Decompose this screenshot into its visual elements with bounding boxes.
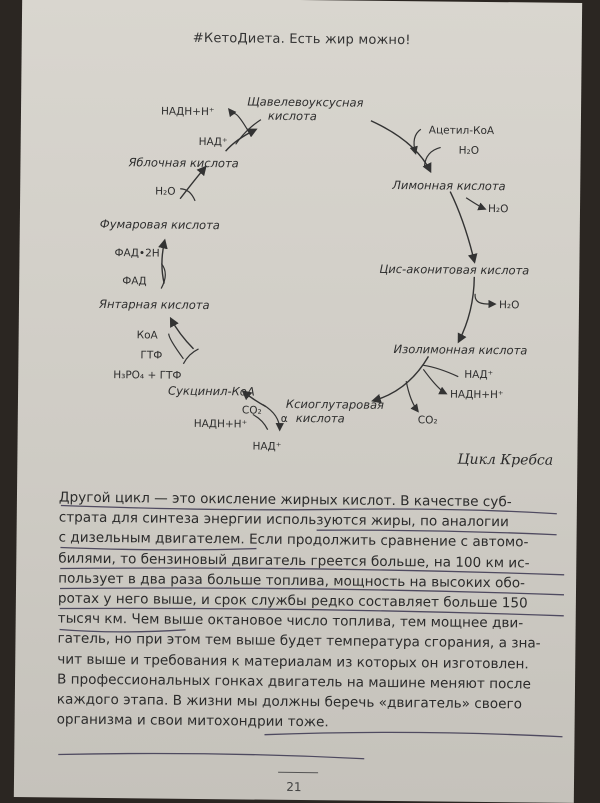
oxaloacetate-label-1: Щавелевоуксусная bbox=[247, 94, 364, 109]
arrow-succinyl-succinate bbox=[169, 316, 195, 350]
fad-label: ФАД bbox=[122, 275, 147, 287]
acetyl-coa-label: Ацетил-КоА bbox=[429, 124, 495, 137]
nad-kg-label: НАД⁺ bbox=[252, 441, 281, 453]
arrow-aconitate-isocitrate bbox=[457, 276, 475, 344]
h2o-aconitate-out-label: H₂O bbox=[488, 203, 508, 215]
nadh-top-label: НАДН+Н⁺ bbox=[161, 106, 215, 119]
cis-aconitate-label: Цис-аконитовая кислота bbox=[379, 262, 529, 278]
ketoglutarate-label-1: Ксиоглутаровая bbox=[286, 397, 384, 412]
krebs-cycle-diagram: Щавелевоуксусная кислота Лимонная кислот… bbox=[98, 94, 553, 469]
ketoglutarate-label-2: кислота bbox=[296, 411, 345, 426]
succinate-label: Янтарная кислота bbox=[98, 297, 210, 312]
citrate-label: Лимонная кислота bbox=[391, 178, 506, 193]
running-header: #КетоДиета. Есть жир можно! bbox=[192, 30, 411, 49]
book-page: #КетоДиета. Есть жир можно! bbox=[13, 0, 583, 803]
side-arrows bbox=[160, 107, 497, 432]
body-paragraph: Другой цикл — это окисление жирных кисло… bbox=[57, 488, 560, 736]
malate-label: Яблочная кислота bbox=[127, 155, 238, 170]
co2-kg-label: CO₂ bbox=[242, 404, 262, 416]
page-number: 21 bbox=[286, 779, 302, 795]
succinyl-coa-label: Сукцинил-КоА bbox=[168, 384, 255, 399]
h2o-malate-label: H₂O bbox=[155, 185, 175, 197]
page-number-rule bbox=[278, 771, 319, 774]
nad-top-label: НАД⁺ bbox=[199, 136, 228, 148]
alpha-label: α bbox=[281, 413, 288, 425]
arrow-oxaloacetate-citrate bbox=[370, 120, 432, 174]
nadh-kg-label: НАДН+Н⁺ bbox=[194, 418, 248, 431]
arrow-citrate-aconitate bbox=[449, 191, 478, 264]
nadh-iso-label: НАДН+Н⁺ bbox=[450, 389, 504, 402]
coa-label: КоА bbox=[137, 329, 159, 341]
arrow-malate-oxaloacetate bbox=[225, 128, 258, 152]
oxaloacetate-label-2: кислота bbox=[268, 109, 317, 124]
nad-iso-label: НАД⁺ bbox=[464, 369, 493, 381]
underline-stroke bbox=[58, 752, 365, 760]
fadh2-label: ФАД•2Н bbox=[114, 247, 159, 259]
diagram-caption: Цикл Кребса bbox=[457, 452, 553, 469]
arrow-isocitrate-ketoglutarate bbox=[371, 356, 430, 404]
gtf-label: ГТФ bbox=[140, 349, 162, 361]
fumarate-label: Фумаровая кислота bbox=[100, 217, 220, 232]
co2-iso-label: CO₂ bbox=[418, 414, 438, 426]
arrow-succinate-fumarate bbox=[158, 238, 168, 284]
h3po4-label: H₃PO₄ + ГТФ bbox=[113, 369, 181, 382]
h2o-citrate-label: H₂O bbox=[459, 145, 479, 157]
isocitrate-label: Изолимонная кислота bbox=[393, 342, 527, 357]
arrow-fumarate-malate bbox=[179, 165, 207, 200]
h2o-aconitate-in-label: H₂O bbox=[499, 299, 519, 311]
